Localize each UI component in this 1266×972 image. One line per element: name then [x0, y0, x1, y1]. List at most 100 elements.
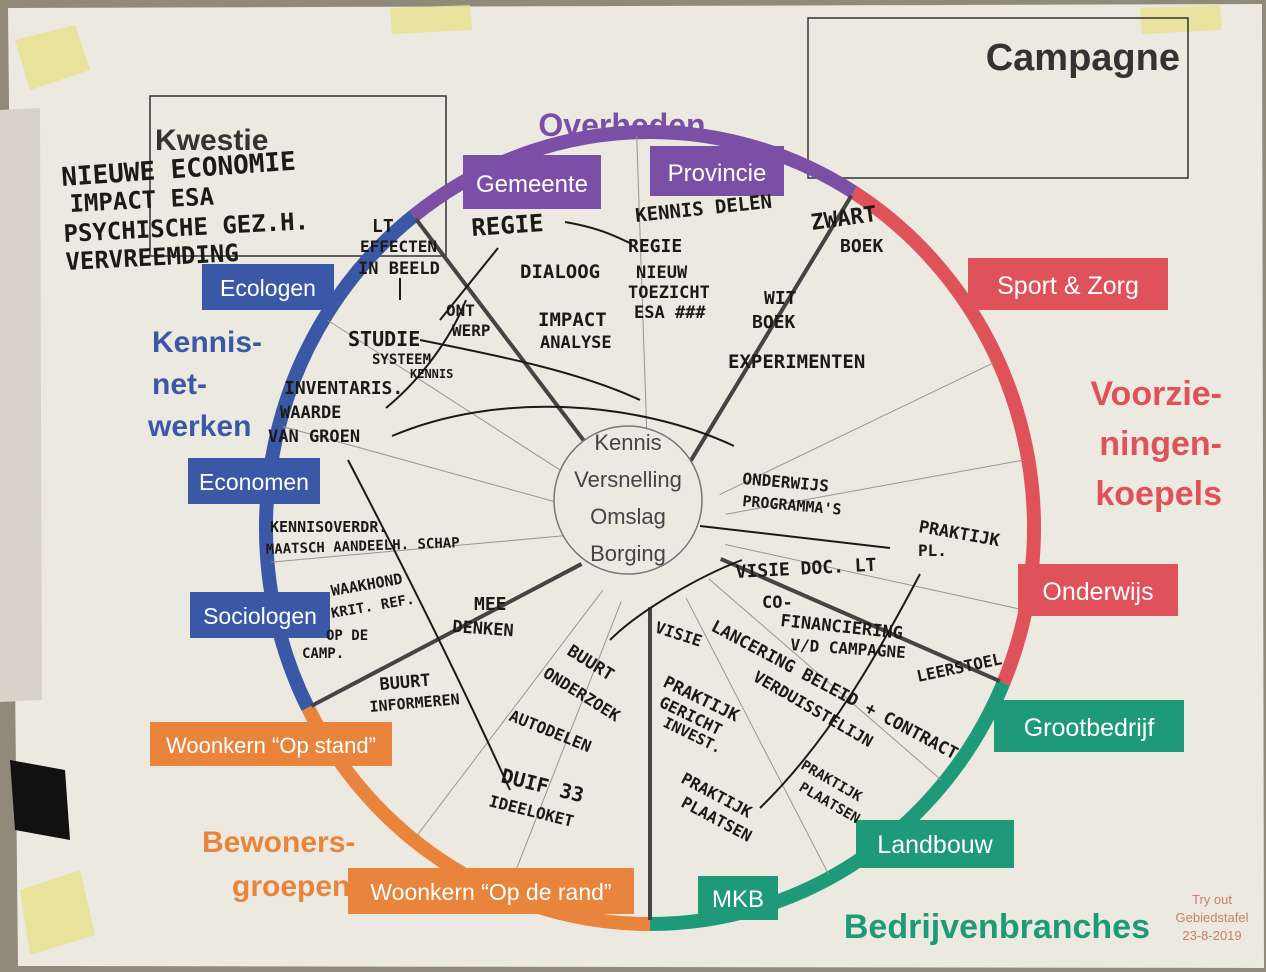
note-kennisoverdr: KENNISOVERDR. — [270, 518, 387, 536]
footer-line-1: Try out — [1192, 892, 1232, 907]
note-denken: DENKEN — [452, 617, 515, 641]
note-werp: WERP — [452, 321, 491, 340]
campagne-box — [807, 17, 1189, 179]
spoke-major-1 — [688, 194, 854, 462]
arrow-studie-center — [419, 339, 641, 401]
note-co: CO- — [762, 593, 793, 613]
spoke-major-4 — [310, 562, 583, 708]
sector-grootbedrijf-label: Grootbedrijf — [1024, 714, 1155, 742]
bewonersgroepen-line-1: Bewoners- — [202, 826, 355, 859]
arrow-praktijk-down — [759, 573, 921, 809]
spoke-thin-0 — [636, 136, 648, 449]
kwestie-box — [149, 95, 447, 257]
spoke-thin-2 — [725, 459, 1025, 515]
spoke-major-2 — [719, 557, 1001, 684]
note-regie-2: REGIE — [628, 236, 682, 257]
underlying-sheet — [0, 108, 42, 702]
sector-provincie: Provincie — [650, 146, 784, 196]
sector-sociologen: Sociologen — [190, 592, 330, 638]
center-line-2: Versnelling — [574, 467, 682, 492]
sector-sport-zorg-label: Sport & Zorg — [997, 272, 1139, 300]
sector-economen-label: Economen — [199, 469, 309, 495]
arrow-groen — [391, 405, 735, 447]
note-boek-2: BOEK — [752, 312, 796, 333]
note-esa: ESA ### — [634, 303, 706, 323]
note-mee: MEE — [474, 594, 507, 615]
sector-landbouw-label: Landbouw — [877, 831, 993, 859]
tape-piece — [20, 870, 95, 955]
sector-woonkern-op-stand-label: Woonkern “Op stand” — [166, 733, 376, 758]
note-camp: CAMP. — [302, 646, 344, 662]
spoke-major-0 — [414, 217, 605, 467]
spoke-thin-9 — [282, 426, 576, 508]
tape-piece — [390, 5, 472, 34]
sector-mkb: MKB — [698, 876, 778, 920]
note-in-beeld: IN BEELD — [358, 259, 440, 279]
note-op-de: OP DE — [326, 628, 368, 644]
sector-ecologen-label: Ecologen — [220, 275, 316, 301]
note-experimenten: EXPERIMENTEN — [728, 351, 865, 373]
note-buurt-2: BUURT — [379, 671, 432, 695]
handdrawn-arrows — [347, 221, 921, 809]
note-wit: WIT — [764, 288, 797, 309]
note-praktijk-pl-2: PL. — [918, 541, 947, 560]
arrow-duif — [347, 459, 511, 791]
sector-ecologen: Ecologen — [202, 264, 334, 310]
spoke-thin-1 — [719, 361, 995, 495]
bewonersgroepen-title: Bewoners- groepen — [202, 826, 355, 903]
center-line-4: Borging — [590, 541, 666, 566]
note-analyse: ANALYSE — [540, 333, 612, 353]
footer-line-2: Gebiedstafel — [1176, 910, 1249, 925]
campagne-title: Campagne — [986, 37, 1180, 79]
sector-sociologen-label: Sociologen — [203, 603, 317, 629]
note-inventaris: INVENTARIS. — [284, 378, 403, 399]
sector-economen: Economen — [188, 458, 320, 504]
arrow-regie-studie — [439, 247, 499, 321]
sector-provincie-label: Provincie — [668, 160, 767, 187]
kwestie-title: Kwestie — [155, 124, 268, 157]
note-maatsch: MAATSCH AANDEELH. SCHAP — [266, 535, 460, 558]
footer-line-3: 23-8-2019 — [1182, 928, 1241, 943]
tape-piece — [15, 25, 90, 90]
sector-woonkern-op-de-rand-label: Woonkern “Op de rand” — [370, 879, 611, 905]
sector-onderwijs: Onderwijs — [1018, 564, 1178, 616]
note-dialoog: DIALOOG — [520, 261, 600, 283]
sector-woonkern-op-stand: Woonkern “Op stand” — [150, 722, 392, 766]
note-nieuw: NIEUW — [636, 263, 688, 283]
note-studie: STUDIE — [348, 327, 420, 351]
spoke-thin-6 — [507, 601, 622, 892]
note-impact: IMPACT — [538, 309, 607, 331]
spoke-thin-3 — [725, 543, 1022, 610]
note-kennis-small: KENNIS — [410, 367, 453, 381]
note-waarde: WAARDE — [280, 403, 341, 423]
kennisnetwerken-line-3: werken — [147, 410, 251, 443]
voorzieningenkoepels-line-3: koepels — [1095, 475, 1222, 513]
bedrijvenbranches-title: Bedrijvenbranches — [844, 908, 1150, 946]
arrow-praktijk — [699, 525, 891, 549]
sector-gemeente: Gemeente — [463, 155, 601, 209]
note-effecten: EFFECTEN — [360, 237, 437, 256]
overheden-title: Overheden — [538, 107, 705, 143]
spoke-thin-5 — [685, 597, 829, 875]
note-boek-1: BOEK — [840, 236, 884, 257]
arrow-ontwerp — [385, 299, 467, 409]
arrow-visie — [609, 559, 743, 641]
spoke-thin-7 — [415, 590, 604, 838]
center-circle — [553, 425, 703, 575]
sector-woonkern-op-de-rand: Woonkern “Op de rand” — [348, 868, 634, 914]
sector-landbouw: Landbouw — [856, 820, 1014, 868]
sector-mkb-label: MKB — [712, 886, 764, 913]
voorzieningenkoepels-line-1: Voorzie- — [1090, 375, 1222, 413]
ring-spokes — [271, 136, 1025, 921]
note-toezicht: TOEZICHT — [628, 283, 710, 303]
note-van-groen: VAN GROEN — [268, 427, 360, 447]
sector-sport-zorg: Sport & Zorg — [968, 258, 1168, 310]
center-text: Kennis Versnelling Omslag Borging — [574, 430, 682, 566]
voorzieningenkoepels-line-2: ningen- — [1099, 425, 1222, 463]
arrow-regie — [564, 221, 633, 245]
sector-onderwijs-label: Onderwijs — [1042, 578, 1153, 606]
spoke-thin-8 — [271, 534, 574, 563]
spoke-thin-10 — [327, 319, 586, 487]
tape-piece — [1140, 5, 1222, 34]
